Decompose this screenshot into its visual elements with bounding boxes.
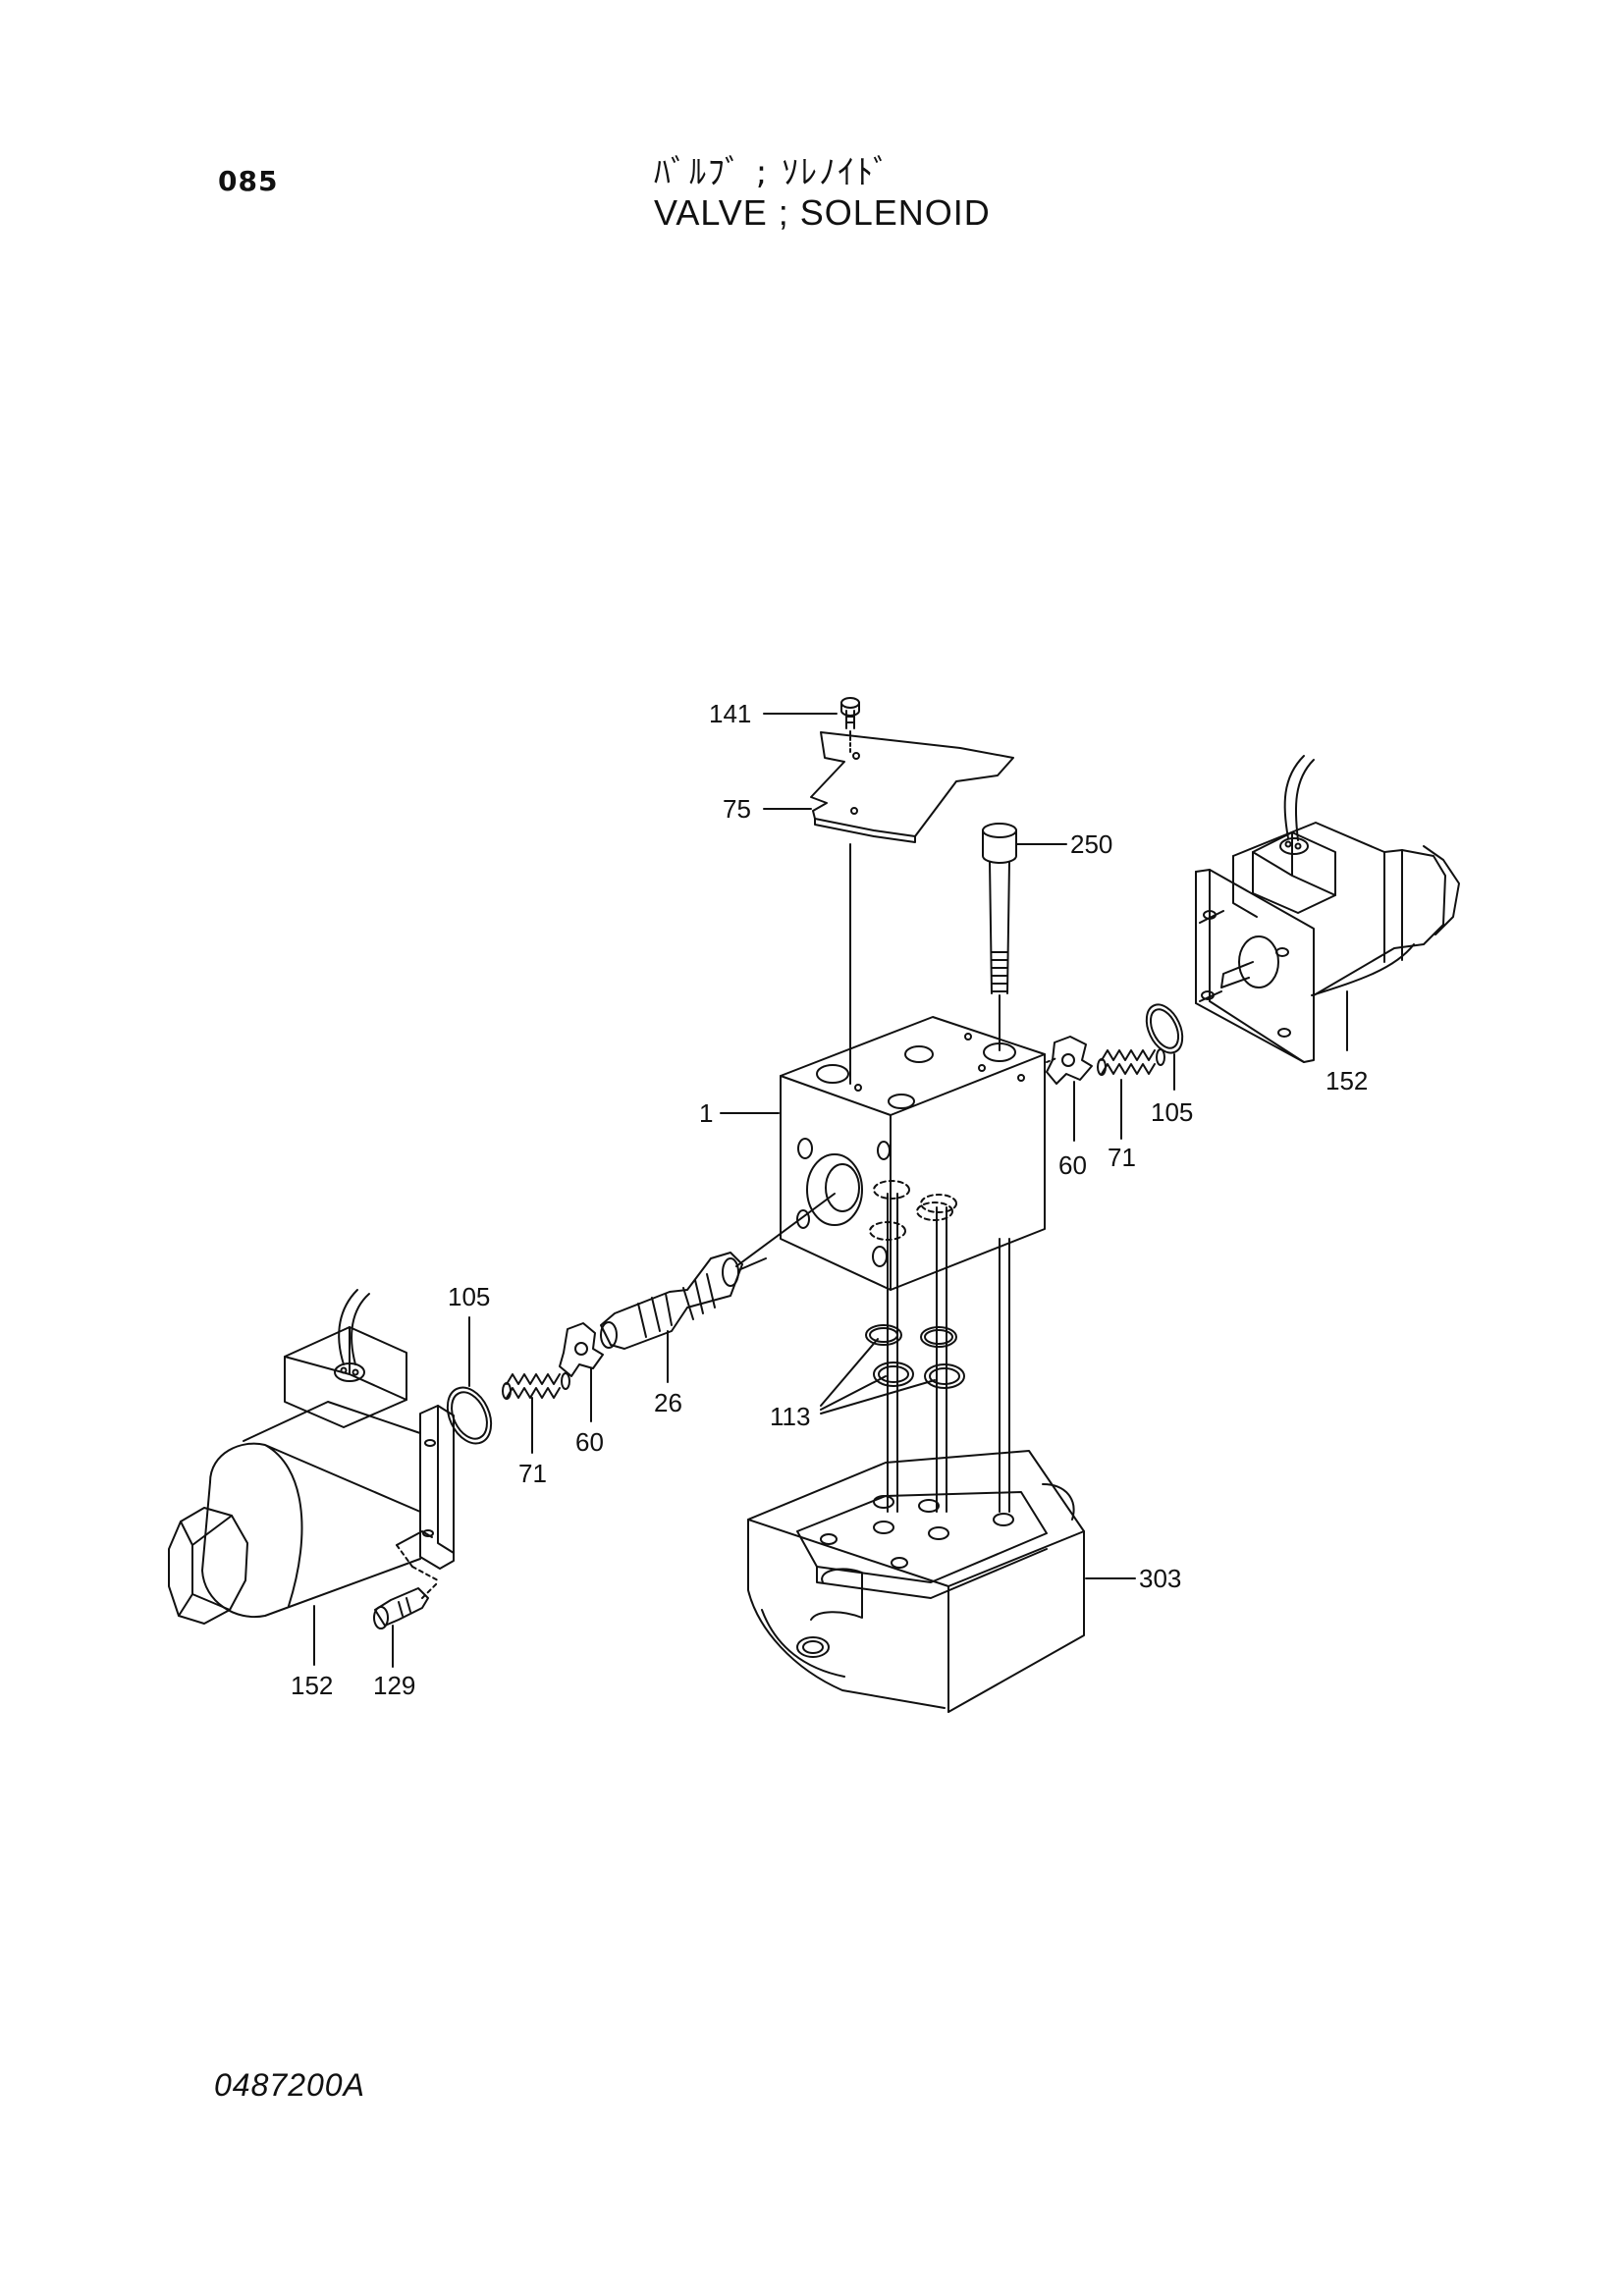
part-26-spool [600, 1252, 767, 1350]
drawing-number: 0487200A [214, 2067, 365, 2103]
part-303-base [747, 1450, 1085, 1713]
part-152-left-solenoid [168, 1289, 455, 1625]
callout-1: 1 [699, 1098, 713, 1128]
callout-152-left: 152 [291, 1671, 333, 1700]
part-105-right-oring [1145, 1003, 1184, 1054]
page-number: 085 [218, 165, 279, 197]
part-71-right-spring [1097, 1048, 1165, 1076]
callout-60-left: 60 [575, 1427, 604, 1457]
callout-105-left: 105 [448, 1282, 490, 1311]
title-japanese: ﾊﾞﾙﾌﾞ ; ｿﾚﾉｲﾄﾞ [654, 153, 893, 192]
callout-26: 26 [654, 1388, 682, 1417]
part-60-left-spacer [559, 1322, 604, 1377]
callout-303: 303 [1139, 1564, 1181, 1593]
callout-60-right: 60 [1058, 1150, 1087, 1180]
callout-75: 75 [723, 794, 751, 824]
part-129-bolt [373, 1587, 429, 1629]
callout-113: 113 [770, 1402, 810, 1431]
callout-71-right: 71 [1108, 1143, 1136, 1172]
part-141-screw [840, 697, 860, 729]
callout-250: 250 [1070, 829, 1112, 859]
part-60-right-spacer [1046, 1036, 1093, 1085]
part-250-bolt [982, 823, 1017, 994]
part-113-orings [865, 1324, 965, 1389]
title-english: VALVE ; SOLENOID [654, 192, 991, 233]
part-71-left-spring [502, 1372, 570, 1400]
callout-152-right: 152 [1325, 1066, 1368, 1095]
part-75-plate [810, 731, 1014, 843]
callout-71-left: 71 [518, 1459, 547, 1488]
part-152-right-solenoid [1195, 755, 1460, 1063]
callout-141: 141 [709, 699, 751, 728]
callout-105-right: 105 [1151, 1097, 1193, 1127]
part-105-left-oring [446, 1386, 493, 1445]
part-1-valve-block [780, 1016, 1046, 1291]
callout-129: 129 [373, 1671, 415, 1700]
